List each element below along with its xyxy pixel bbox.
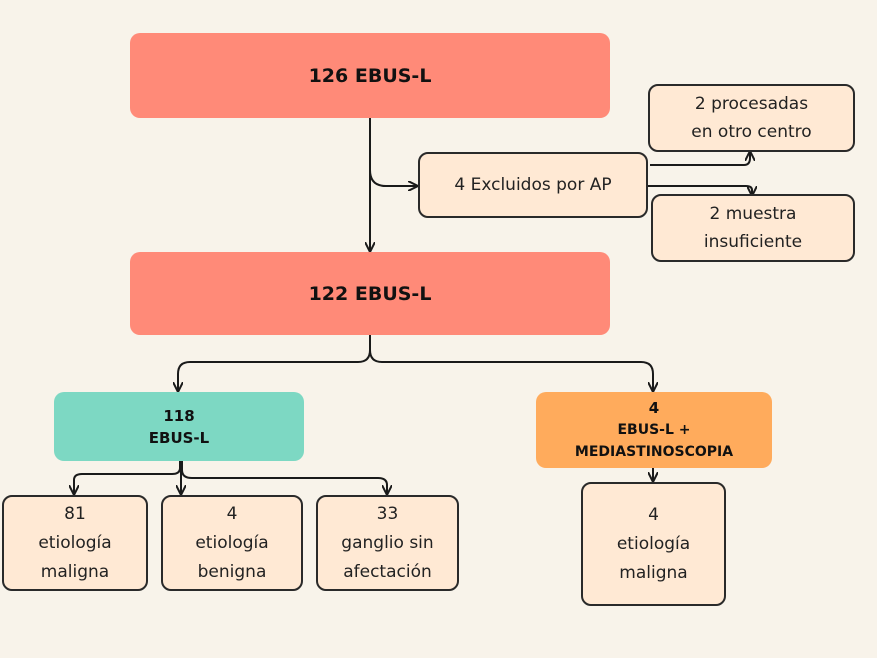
node-ebus-only: 118 EBUS-L <box>54 392 304 461</box>
benign-line2: etiología <box>195 532 269 553</box>
arrow-total-to-excluded <box>369 169 416 186</box>
insufficient-line1: 2 muestra <box>709 204 797 224</box>
node-malignant: 81 etiología maligna <box>2 495 148 591</box>
malignant-count: 81 <box>64 503 86 524</box>
node-no-involvement: 33 ganglio sin afectación <box>316 495 459 591</box>
node-ebus-mediastinoscopy: 4 EBUS-L + MEDIASTINOSCOPIA <box>536 392 772 468</box>
arrow-ebus-to-malignant <box>74 461 181 493</box>
mediastinoscopy-line3: MEDIASTINOSCOPIA <box>574 444 734 460</box>
insufficient-line2: insuficiente <box>703 232 803 252</box>
node-excluded: 4 Excluidos por AP <box>418 152 648 218</box>
node-processed-elsewhere: 2 procesadas en otro centro <box>648 84 855 152</box>
mediastinoscopy-malignant-count: 4 <box>648 504 659 525</box>
arrow-excluded-to-processed <box>650 153 750 166</box>
no-involvement-line2: ganglio sin <box>341 532 434 553</box>
node-benign: 4 etiología benigna <box>161 495 303 591</box>
malignant-line3: maligna <box>40 561 110 582</box>
ebus-only-line2: EBUS-L <box>148 428 210 447</box>
mediastinoscopy-malignant-line3: maligna <box>619 562 688 583</box>
no-involvement-count: 33 <box>376 503 399 524</box>
processed-line1: 2 procesadas <box>694 94 809 114</box>
mediastinoscopy-line1: 4 <box>648 399 660 417</box>
node-included: 122 EBUS-L <box>130 252 610 335</box>
arrow-excluded-to-insufficient <box>647 185 752 194</box>
node-total-label: 126 EBUS-L <box>308 64 432 87</box>
arrow-ebus-to-no-involvement <box>181 461 387 493</box>
mediastinoscopy-malignant-line2: etiología <box>616 533 691 554</box>
node-excluded-label: 4 Excluidos por AP <box>454 175 612 195</box>
processed-line2: en otro centro <box>691 122 812 142</box>
benign-count: 4 <box>226 503 238 524</box>
arrow-included-to-ebus-only <box>178 335 371 390</box>
node-total: 126 EBUS-L <box>130 33 610 118</box>
mediastinoscopy-line2: EBUS-L + <box>617 422 691 438</box>
node-insufficient: 2 muestra insuficiente <box>651 194 855 262</box>
no-involvement-line3: afectación <box>343 561 432 582</box>
benign-line3: benigna <box>197 561 267 582</box>
malignant-line2: etiología <box>38 532 112 553</box>
arrow-included-to-mediastinoscopy <box>369 349 653 390</box>
node-malignant-mediastinoscopy: 4 etiología maligna <box>581 482 726 606</box>
ebus-only-line1: 118 <box>163 406 195 425</box>
node-included-label: 122 EBUS-L <box>308 282 432 305</box>
